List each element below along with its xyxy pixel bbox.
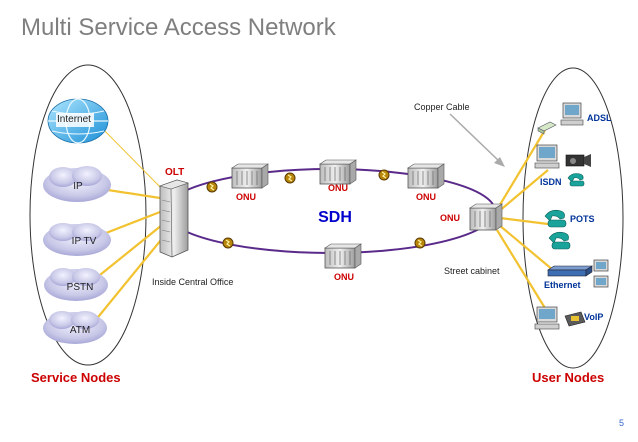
fiber-nodes — [206, 169, 426, 249]
page-number: 5 — [618, 418, 624, 428]
label-street-cabinet: Street cabinet — [444, 266, 500, 276]
ethernet-hub-icon — [547, 265, 593, 277]
label-onu: ONU — [328, 183, 348, 193]
label-olt: OLT — [165, 167, 184, 178]
computer-icon — [593, 275, 609, 288]
service-cables — [87, 121, 166, 328]
page-title: Multi Service Access Network — [21, 14, 336, 41]
computer-icon — [593, 259, 609, 272]
label-voip: VoIP — [584, 312, 603, 322]
diagram-labels: Internet IP IP TV PSTN ATM OLT ONU ONU O… — [31, 102, 612, 385]
label-internet: Internet — [57, 114, 91, 125]
olt-rack-icon — [158, 179, 190, 258]
label-service-nodes: Service Nodes — [31, 370, 121, 385]
label-user-nodes: User Nodes — [532, 370, 604, 385]
voip-phone-icon — [564, 311, 586, 327]
label-pots: POTS — [570, 214, 595, 224]
label-ethernet: Ethernet — [544, 280, 581, 290]
label-pstn: PSTN — [67, 282, 94, 293]
label-sdh: SDH — [318, 209, 352, 226]
user-nodes-boundary — [522, 67, 624, 369]
camera-icon — [565, 154, 591, 167]
cloud-icon — [43, 311, 107, 344]
phone-icon — [548, 231, 571, 250]
service-nodes-boundary — [29, 64, 147, 366]
fiber-node-icon — [414, 237, 426, 249]
modem-icon — [537, 121, 557, 135]
label-onu: ONU — [236, 192, 256, 202]
service-clouds — [43, 166, 111, 344]
fiber-node-icon — [222, 237, 234, 249]
label-onu: ONU — [334, 272, 354, 282]
computer-icon — [534, 144, 560, 169]
fiber-node-icon — [284, 172, 296, 184]
computer-icon — [534, 306, 560, 330]
street-cabinet-icon — [469, 203, 503, 231]
copper-cable-arrow — [449, 113, 505, 167]
label-onu: ONU — [440, 213, 460, 223]
user-cables — [496, 129, 557, 314]
phone-icon — [567, 173, 585, 187]
label-iptv: IP TV — [72, 236, 97, 247]
globe-icon — [47, 98, 109, 144]
label-onu: ONU — [416, 192, 436, 202]
fiber-node-icon — [378, 169, 390, 181]
onu-rack-icon — [319, 159, 357, 185]
onu-rack-icon — [407, 163, 445, 189]
label-inside-central-office: Inside Central Office — [152, 277, 233, 287]
label-adsl: ADSL — [587, 113, 612, 123]
cloud-icon — [43, 166, 111, 202]
cloud-icon — [44, 268, 108, 301]
onu-rack-icon — [231, 163, 269, 189]
fiber-node-icon — [206, 181, 218, 193]
computer-icon — [560, 102, 584, 126]
cloud-icon — [43, 223, 111, 256]
label-ip: IP — [73, 181, 83, 192]
label-isdn: ISDN — [540, 177, 562, 187]
onu-rack-icon — [324, 243, 362, 269]
label-atm: ATM — [70, 325, 90, 336]
phone-icon — [544, 209, 567, 228]
label-copper-cable: Copper Cable — [414, 102, 470, 112]
